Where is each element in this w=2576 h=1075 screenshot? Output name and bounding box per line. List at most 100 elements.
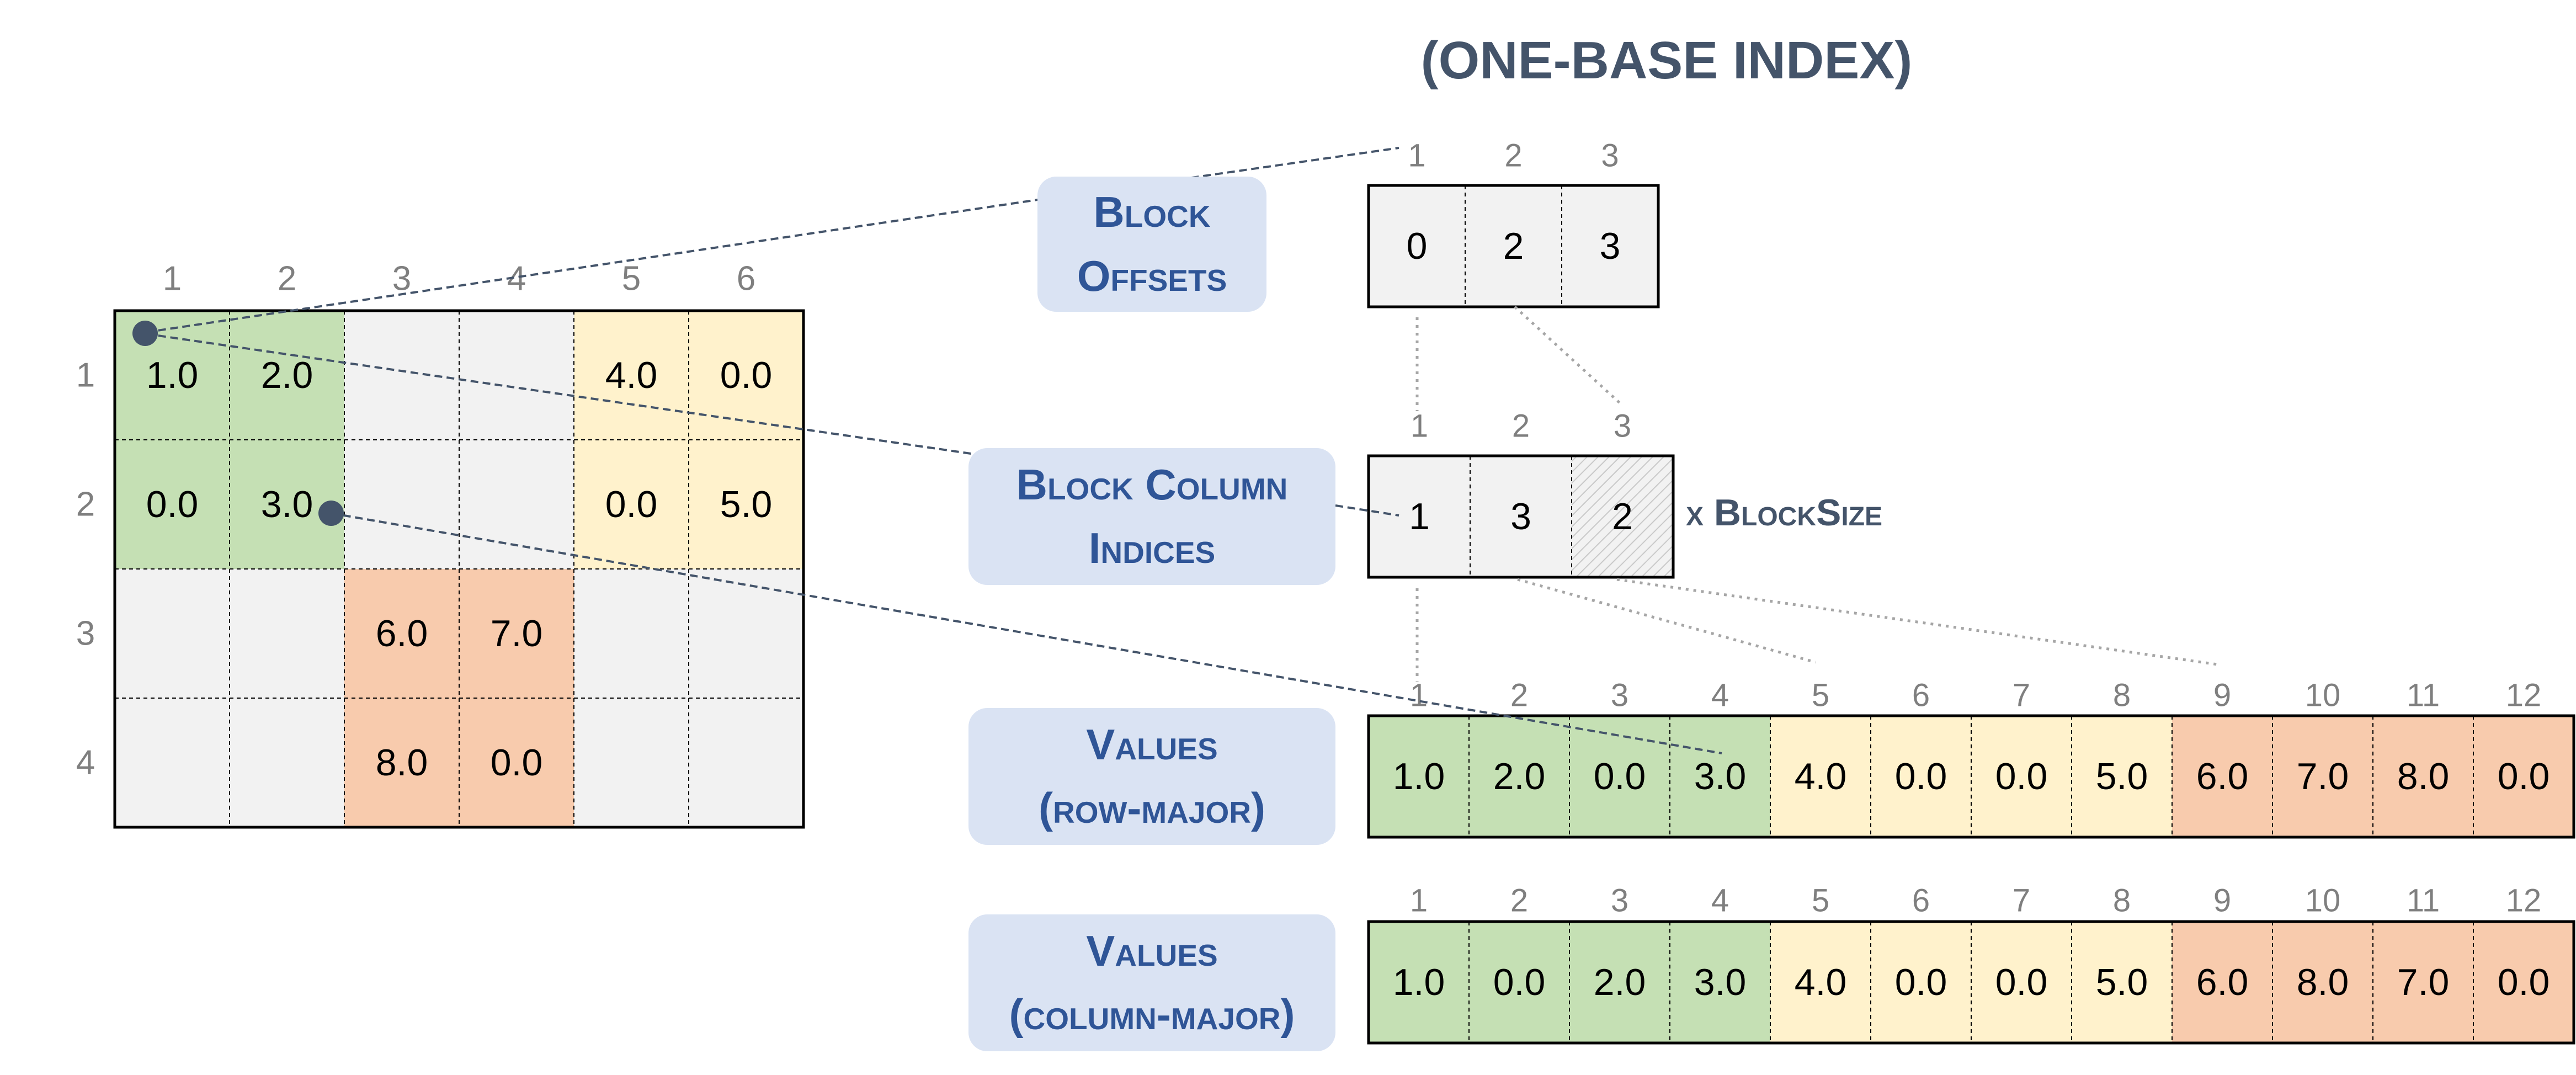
array-cell-value: 0.0	[1493, 961, 1546, 1003]
values-row-major-label-line2: (row-major)	[1039, 784, 1265, 832]
array-cell-value: 0.0	[1995, 755, 2048, 797]
matrix-cell-bg	[115, 569, 230, 698]
values-column-major-label-line2: (column-major)	[1009, 990, 1295, 1039]
array-index: 5	[1812, 678, 1829, 714]
matrix-cell-bg	[115, 440, 230, 569]
array-cell-value: 2.0	[1594, 961, 1646, 1003]
matrix-cell-value: 6.0	[376, 613, 428, 654]
array-cell-value: 0.0	[1895, 755, 1947, 797]
array-index: 5	[1812, 883, 1829, 919]
array-index: 2	[1510, 678, 1528, 714]
values-column-major-label-line1: Values	[1086, 926, 1218, 975]
matrix-col-index: 1	[163, 260, 182, 298]
matrix-row-index: 1	[76, 356, 95, 395]
array-cell-value: 8.0	[2297, 961, 2349, 1003]
dotted-connector	[1517, 578, 1816, 664]
array-cell-value: 0.0	[1995, 961, 2048, 1003]
array-cell-bg	[2473, 922, 2574, 1043]
block-offsets-label-line1: Block	[1093, 188, 1211, 237]
matrix-cell-value: 7.0	[491, 613, 543, 654]
matrix-cell-bg	[115, 698, 230, 827]
array-cell-value: 3.0	[1694, 755, 1747, 797]
array-border	[1367, 920, 2575, 1045]
array-index: 3	[1611, 678, 1628, 714]
array-cell-value: 3.0	[1694, 961, 1747, 1003]
matrix-cell-bg	[689, 440, 803, 569]
matrix-cell-bg	[459, 698, 574, 827]
array-index: 11	[2407, 883, 2440, 919]
matrix-cell-value: 0.0	[146, 483, 199, 525]
array-index: 2	[1510, 883, 1528, 919]
matrix-cell-bg	[230, 569, 344, 698]
array-cell-value: 1	[1409, 496, 1430, 538]
matrix-cell-bg	[459, 569, 574, 698]
array-index: 6	[1912, 883, 1930, 919]
array-cell-bg	[1770, 922, 1871, 1043]
array-index: 2	[1512, 408, 1530, 444]
matrix-col-index: 6	[737, 260, 755, 298]
array-index: 12	[2506, 678, 2542, 714]
array-index: 10	[2305, 678, 2341, 714]
matrix-cell-bg	[574, 440, 689, 569]
matrix-cell-bg	[459, 440, 574, 569]
array-index: 1	[1411, 408, 1428, 444]
array-cell-bg	[1369, 716, 1469, 837]
array-cell-bg	[1470, 456, 1572, 577]
block-column-indices-label-line1: Block Column	[1016, 460, 1288, 509]
dotted-connector	[1616, 578, 2222, 667]
array-index: 4	[1711, 678, 1729, 714]
values-row-major-label: Values (row-major)	[968, 708, 1335, 845]
dashed-connector	[331, 512, 1722, 754]
array-cell-bg	[1369, 922, 1469, 1043]
array-cell-value: 5.0	[2096, 961, 2148, 1003]
array-cell-bg	[1465, 185, 1562, 307]
matrix-cell-bg	[574, 311, 689, 440]
matrix-cell-bg	[689, 311, 803, 440]
dashed-connector	[1335, 504, 1399, 517]
array-cell-value: 0.0	[1895, 961, 1947, 1003]
matrix-col-index: 5	[622, 260, 641, 298]
matrix-col-index: 3	[392, 260, 411, 298]
array-cell-bg	[1562, 185, 1658, 307]
array-cell-bg	[1469, 922, 1569, 1043]
array-index: 1	[1410, 678, 1428, 714]
array-cell-bg	[1572, 456, 1673, 577]
array-index: 4	[1711, 883, 1729, 919]
array-cell-bg	[2272, 922, 2373, 1043]
array-cell-bg	[1369, 456, 1470, 577]
array-cell-value: 6.0	[2196, 961, 2249, 1003]
array-cell-bg	[1569, 716, 1670, 837]
anchor-dot	[318, 501, 344, 526]
array-cell-bg	[1871, 922, 1971, 1043]
array-cell-bg	[2172, 922, 2272, 1043]
array-index: 10	[2305, 883, 2341, 919]
array-cell-bg	[2172, 716, 2272, 837]
matrix-cell-bg	[689, 698, 803, 827]
array-cell-value: 8.0	[2397, 755, 2450, 797]
array-cell-value: 5.0	[2096, 755, 2148, 797]
array-cell-value: 0.0	[2498, 961, 2550, 1003]
matrix-col-index: 2	[278, 260, 296, 298]
array-cell-value: 4.0	[1795, 755, 1847, 797]
block-column-indices-label: Block Column Indices	[968, 448, 1335, 585]
array-cell-value: 0	[1407, 225, 1428, 267]
array-index: 6	[1912, 678, 1930, 714]
array-cell-value: 3	[1510, 496, 1531, 538]
block-offsets-label: Block Offsets	[1037, 177, 1266, 312]
matrix-cell-bg	[574, 698, 689, 827]
block-column-indices-label-line2: Indices	[1088, 524, 1216, 572]
matrix-row-index: 2	[76, 486, 95, 524]
dashed-connector	[146, 333, 983, 456]
array-index: 2	[1504, 138, 1522, 174]
matrix-cell-bg	[459, 311, 574, 440]
diagram-title: (ONE-BASE INDEX)	[1420, 31, 1913, 90]
array-index: 9	[2213, 883, 2231, 919]
array-cell-value: 3	[1600, 225, 1621, 267]
block-size-suffix: x BlockSize	[1686, 492, 1883, 534]
array-border	[1367, 184, 1660, 308]
